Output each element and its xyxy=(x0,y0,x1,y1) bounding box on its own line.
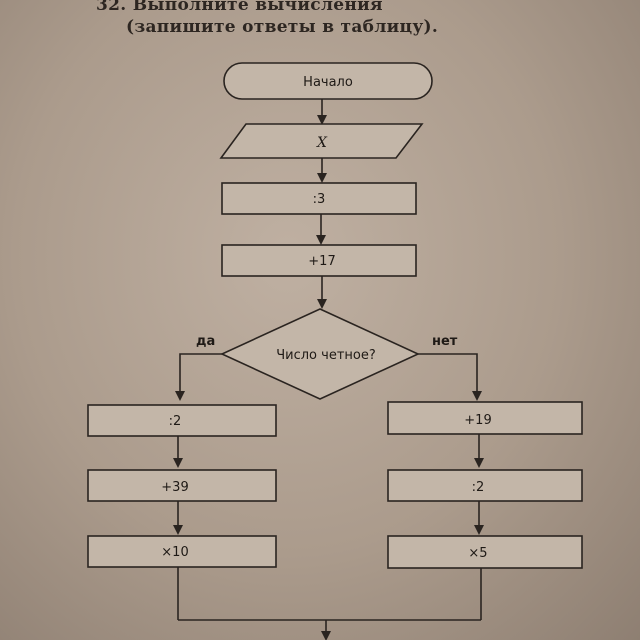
no-step-1 xyxy=(387,401,583,435)
yes-connector xyxy=(175,353,222,401)
yes-step-1-label: :2 xyxy=(169,414,182,429)
no-step-1-label: +19 xyxy=(464,413,491,428)
yes-step-2-label: +39 xyxy=(161,480,188,495)
process-divide-3-label: :3 xyxy=(313,192,326,207)
input-parallelogram xyxy=(219,123,424,159)
exercise-header: 32. Выполните вычисления (запишите ответ… xyxy=(96,0,636,38)
exercise-title: 32. Выполните вычисления xyxy=(96,0,383,15)
no-connector xyxy=(418,353,482,401)
no-step-3 xyxy=(387,535,583,569)
decision-label: Число четное? xyxy=(276,348,376,363)
start-label: Начало xyxy=(303,75,353,90)
yes-step-3-label: ×10 xyxy=(161,545,188,560)
no-step-2-label: :2 xyxy=(472,480,485,495)
yes-label: да xyxy=(196,334,215,349)
yes-step-1 xyxy=(87,404,277,437)
decision-diamond xyxy=(220,308,420,400)
process-add-17-label: +17 xyxy=(308,254,335,269)
yes-step-2 xyxy=(87,469,277,502)
process-add-17 xyxy=(221,244,417,277)
no-step-3-label: ×5 xyxy=(468,546,487,561)
exercise-instruction: (запишите ответы в таблицу). xyxy=(126,17,439,37)
start-terminator xyxy=(223,62,433,100)
no-step-2 xyxy=(387,469,583,502)
input-label: X xyxy=(316,135,328,151)
process-divide-3 xyxy=(221,182,417,215)
no-label: нет xyxy=(432,334,458,349)
yes-step-3 xyxy=(87,535,277,568)
